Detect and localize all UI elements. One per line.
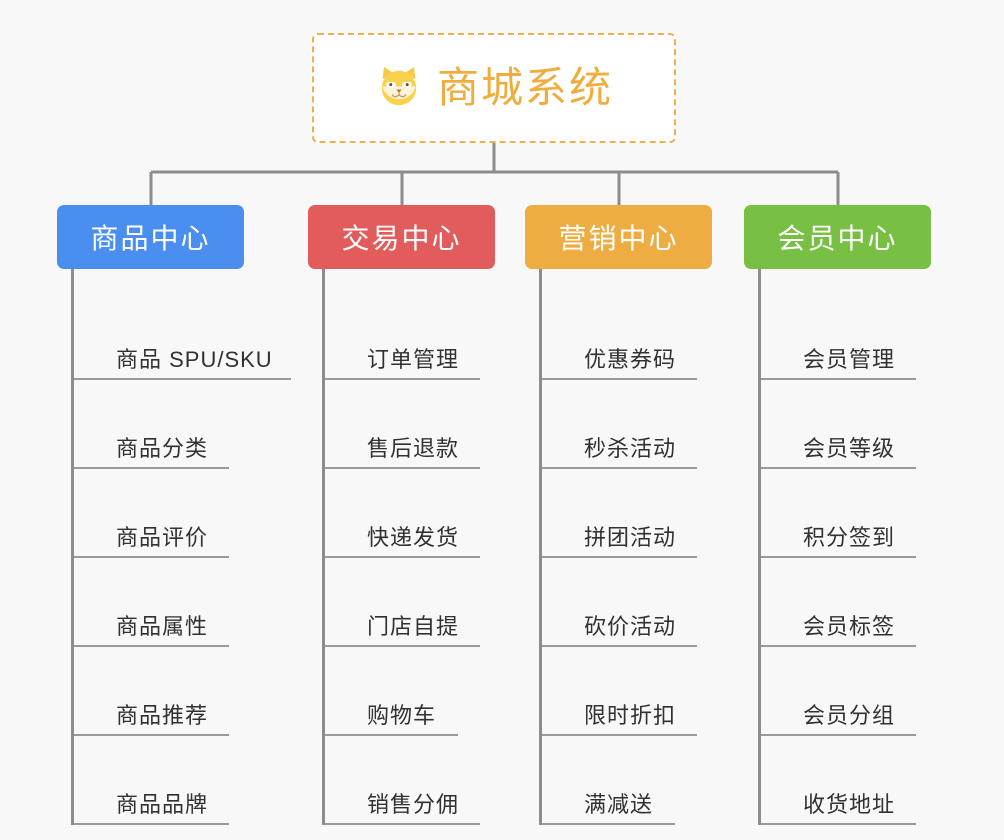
leaf-stack-0: 商品 SPU/SKU 商品分类 商品评价 商品属性 商品推荐 商品品牌 (71, 269, 291, 825)
category-box-交易中心[interactable]: 交易中心 (308, 205, 495, 269)
list-item[interactable]: 会员管理 (761, 291, 931, 380)
category-box-会员中心[interactable]: 会员中心 (744, 205, 931, 269)
list-item[interactable]: 限时折扣 (542, 647, 712, 736)
list-item[interactable]: 秒杀活动 (542, 380, 712, 469)
root-title: 商城系统 (436, 64, 613, 111)
category-column-3: 会员中心 会员管理 会员等级 积分签到 会员标签 会员分组 (744, 205, 931, 825)
leaf-label: 门店自提 (367, 614, 460, 639)
leaf-label: 满减送 (584, 792, 654, 817)
leaf-label: 售后退款 (367, 436, 460, 461)
category-box-商品中心[interactable]: 商品中心 (57, 205, 244, 269)
list-item[interactable]: 积分签到 (761, 469, 931, 558)
list-item[interactable]: 订单管理 (325, 291, 495, 380)
list-item[interactable]: 购物车 (325, 647, 495, 736)
category-column-1: 交易中心 订单管理 售后退款 快递发货 门店自提 购物车 (308, 205, 495, 825)
leaf-label: 商品 SPU/SKU (116, 347, 273, 372)
leaf-label: 限时折扣 (584, 703, 677, 728)
leaf-label: 商品推荐 (116, 703, 209, 728)
category-label: 商品中心 (90, 223, 211, 254)
list-item[interactable]: 拼团活动 (542, 469, 712, 558)
list-item[interactable]: 商品属性 (74, 558, 283, 647)
leaf-label: 会员等级 (803, 436, 896, 461)
leaf-label: 收货地址 (803, 792, 896, 817)
root-node[interactable]: 商城系统 (312, 33, 676, 143)
list-item[interactable]: 快递发货 (325, 469, 495, 558)
list-item[interactable]: 商品分类 (74, 380, 283, 469)
leaf-label: 秒杀活动 (584, 436, 677, 461)
list-item[interactable]: 商品品牌 (74, 736, 283, 825)
leaf-label: 订单管理 (367, 347, 460, 372)
list-item[interactable]: 会员分组 (761, 647, 931, 736)
category-column-0: 商品中心 商品 SPU/SKU 商品分类 商品评价 商品属性 商品推荐 (57, 205, 291, 825)
leaf-label: 商品属性 (116, 614, 209, 639)
leaf-stack-1: 订单管理 售后退款 快递发货 门店自提 购物车 销售分佣 (322, 269, 495, 825)
leaf-label: 会员分组 (803, 703, 896, 728)
leaf-label: 销售分佣 (367, 792, 460, 817)
category-label: 交易中心 (341, 223, 462, 254)
leaf-label: 商品品牌 (116, 792, 209, 817)
category-label: 会员中心 (777, 223, 898, 254)
leaf-label: 拼团活动 (584, 525, 677, 550)
list-item[interactable]: 优惠券码 (542, 291, 712, 380)
shiba-dog-icon (381, 67, 417, 106)
list-item[interactable]: 商品 SPU/SKU (74, 291, 291, 380)
category-box-营销中心[interactable]: 营销中心 (525, 205, 712, 269)
leaf-label: 会员管理 (803, 347, 896, 372)
list-item[interactable]: 销售分佣 (325, 736, 495, 825)
leaf-label: 商品分类 (116, 436, 209, 461)
list-item[interactable]: 满减送 (542, 736, 712, 825)
leaf-label: 积分签到 (803, 525, 896, 550)
list-item[interactable]: 收货地址 (761, 736, 931, 825)
list-item[interactable]: 商品推荐 (74, 647, 283, 736)
category-column-2: 营销中心 优惠券码 秒杀活动 拼团活动 砍价活动 限时折扣 (525, 205, 712, 825)
leaf-label: 购物车 (367, 703, 437, 728)
list-item[interactable]: 砍价活动 (542, 558, 712, 647)
leaf-label: 商品评价 (116, 525, 209, 550)
leaf-label: 砍价活动 (584, 614, 677, 639)
leaf-label: 优惠券码 (584, 347, 677, 372)
leaf-stack-3: 会员管理 会员等级 积分签到 会员标签 会员分组 收货地址 (758, 269, 931, 825)
leaf-stack-2: 优惠券码 秒杀活动 拼团活动 砍价活动 限时折扣 满减送 (539, 269, 712, 825)
category-label: 营销中心 (558, 223, 679, 254)
list-item[interactable]: 商品评价 (74, 469, 283, 558)
leaf-label: 快递发货 (367, 525, 460, 550)
list-item[interactable]: 会员等级 (761, 380, 931, 469)
leaf-label: 会员标签 (803, 614, 896, 639)
list-item[interactable]: 门店自提 (325, 558, 495, 647)
list-item[interactable]: 售后退款 (325, 380, 495, 469)
list-item[interactable]: 会员标签 (761, 558, 931, 647)
